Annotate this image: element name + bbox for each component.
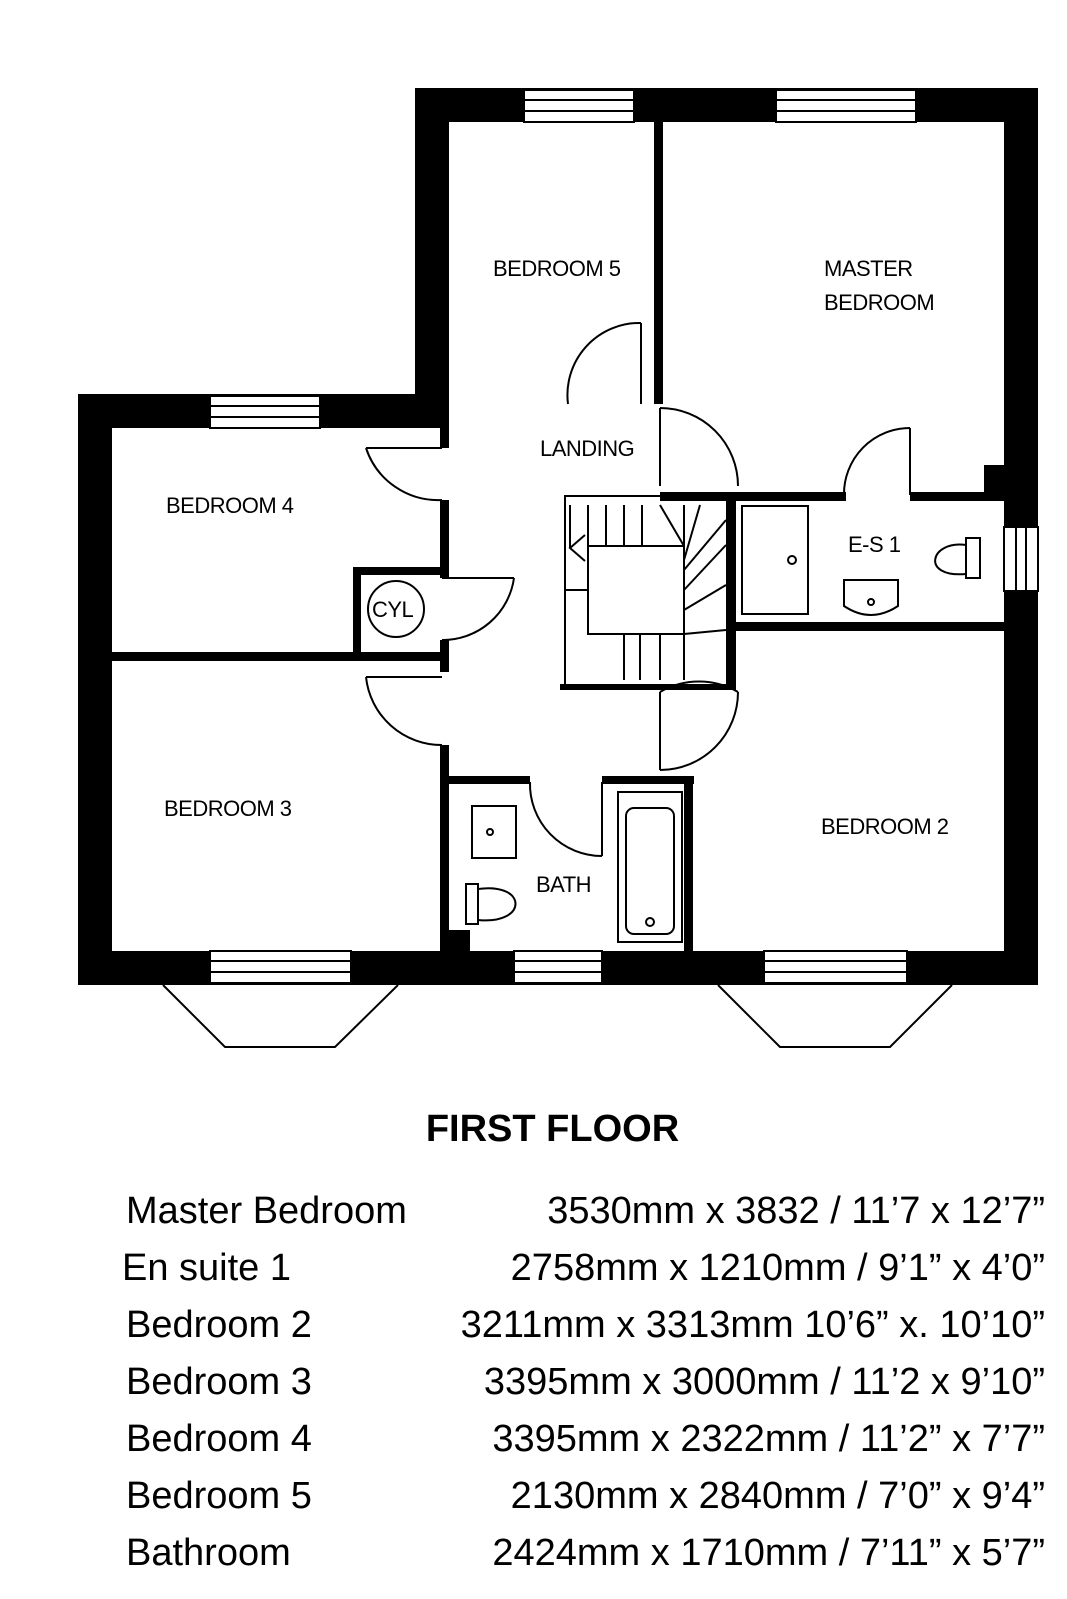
room-dimensions: 3395mm x 3000mm / 11’2 x 9’10”: [483, 1361, 1045, 1403]
staircase: [564, 495, 729, 687]
room-name: Bedroom 2: [126, 1304, 312, 1346]
en-suite-1-label: E-S 1: [848, 532, 901, 557]
sanitaryware: [465, 505, 981, 943]
interior-walls: [112, 122, 1004, 951]
floor-title: FIRST FLOOR: [425, 1108, 680, 1150]
room-dimensions: 3395mm x 2322mm / 11’2” x 7’7”: [492, 1418, 1045, 1460]
room-dimensions: 3530mm x 3832 / 11’7 x 12’7”: [547, 1190, 1045, 1232]
floor-plan: BEDROOM 5 MASTER BEDROOM LANDING BEDROOM…: [78, 88, 1039, 1048]
room-dimensions: 2130mm x 2840mm / 7’0” x 9’4”: [510, 1475, 1045, 1517]
room-name: En suite 1: [122, 1247, 291, 1289]
bedroom-2-label: BEDROOM 2: [821, 814, 949, 839]
doors: [365, 321, 911, 857]
room-labels: BEDROOM 5 MASTER BEDROOM LANDING BEDROOM…: [164, 256, 949, 897]
room-name: Bathroom: [126, 1532, 291, 1574]
room-name: Bedroom 5: [126, 1475, 312, 1517]
room-schedule: Master Bedroom 3530mm x 3832 / 11’7 x 12…: [0, 1183, 1067, 1582]
schedule-row: Master Bedroom 3530mm x 3832 / 11’7 x 12…: [0, 1183, 1067, 1240]
bath-label: BATH: [536, 872, 591, 897]
room-name: Master Bedroom: [126, 1190, 407, 1232]
schedule-row: Bathroom 2424mm x 1710mm / 7’11” x 5’7”: [0, 1525, 1067, 1582]
room-name: Bedroom 4: [126, 1418, 312, 1460]
room-dimensions: 2424mm x 1710mm / 7’11” x 5’7”: [492, 1532, 1045, 1574]
schedule-row: Bedroom 5 2130mm x 2840mm / 7’0” x 9’4”: [0, 1468, 1067, 1525]
schedule-row: En suite 1 2758mm x 1210mm / 9’1” x 4’0”: [0, 1240, 1067, 1297]
bedroom-3-label: BEDROOM 3: [164, 796, 292, 821]
room-dimensions: 3211mm x 3313mm 10’6” x. 10’10”: [460, 1304, 1045, 1346]
schedule-row: Bedroom 4 3395mm x 2322mm / 11’2” x 7’7”: [0, 1411, 1067, 1468]
schedule-row: Bedroom 3 3395mm x 3000mm / 11’2 x 9’10”: [0, 1354, 1067, 1411]
master-bedroom-label-line1: MASTER: [824, 256, 913, 281]
bay-windows: [162, 984, 953, 1048]
master-bedroom-label-line2: BEDROOM: [824, 290, 934, 315]
room-name: Bedroom 3: [126, 1361, 312, 1403]
windows: [209, 89, 1039, 984]
cyl-label: CYL: [372, 597, 414, 622]
cylinder: [367, 580, 425, 638]
room-dimensions: 2758mm x 1210mm / 9’1” x 4’0”: [510, 1247, 1045, 1289]
landing-label: LANDING: [540, 436, 634, 461]
bedroom-5-label: BEDROOM 5: [493, 256, 621, 281]
schedule-row: Bedroom 2 3211mm x 3313mm 10’6” x. 10’10…: [0, 1297, 1067, 1354]
bedroom-4-label: BEDROOM 4: [166, 493, 294, 518]
